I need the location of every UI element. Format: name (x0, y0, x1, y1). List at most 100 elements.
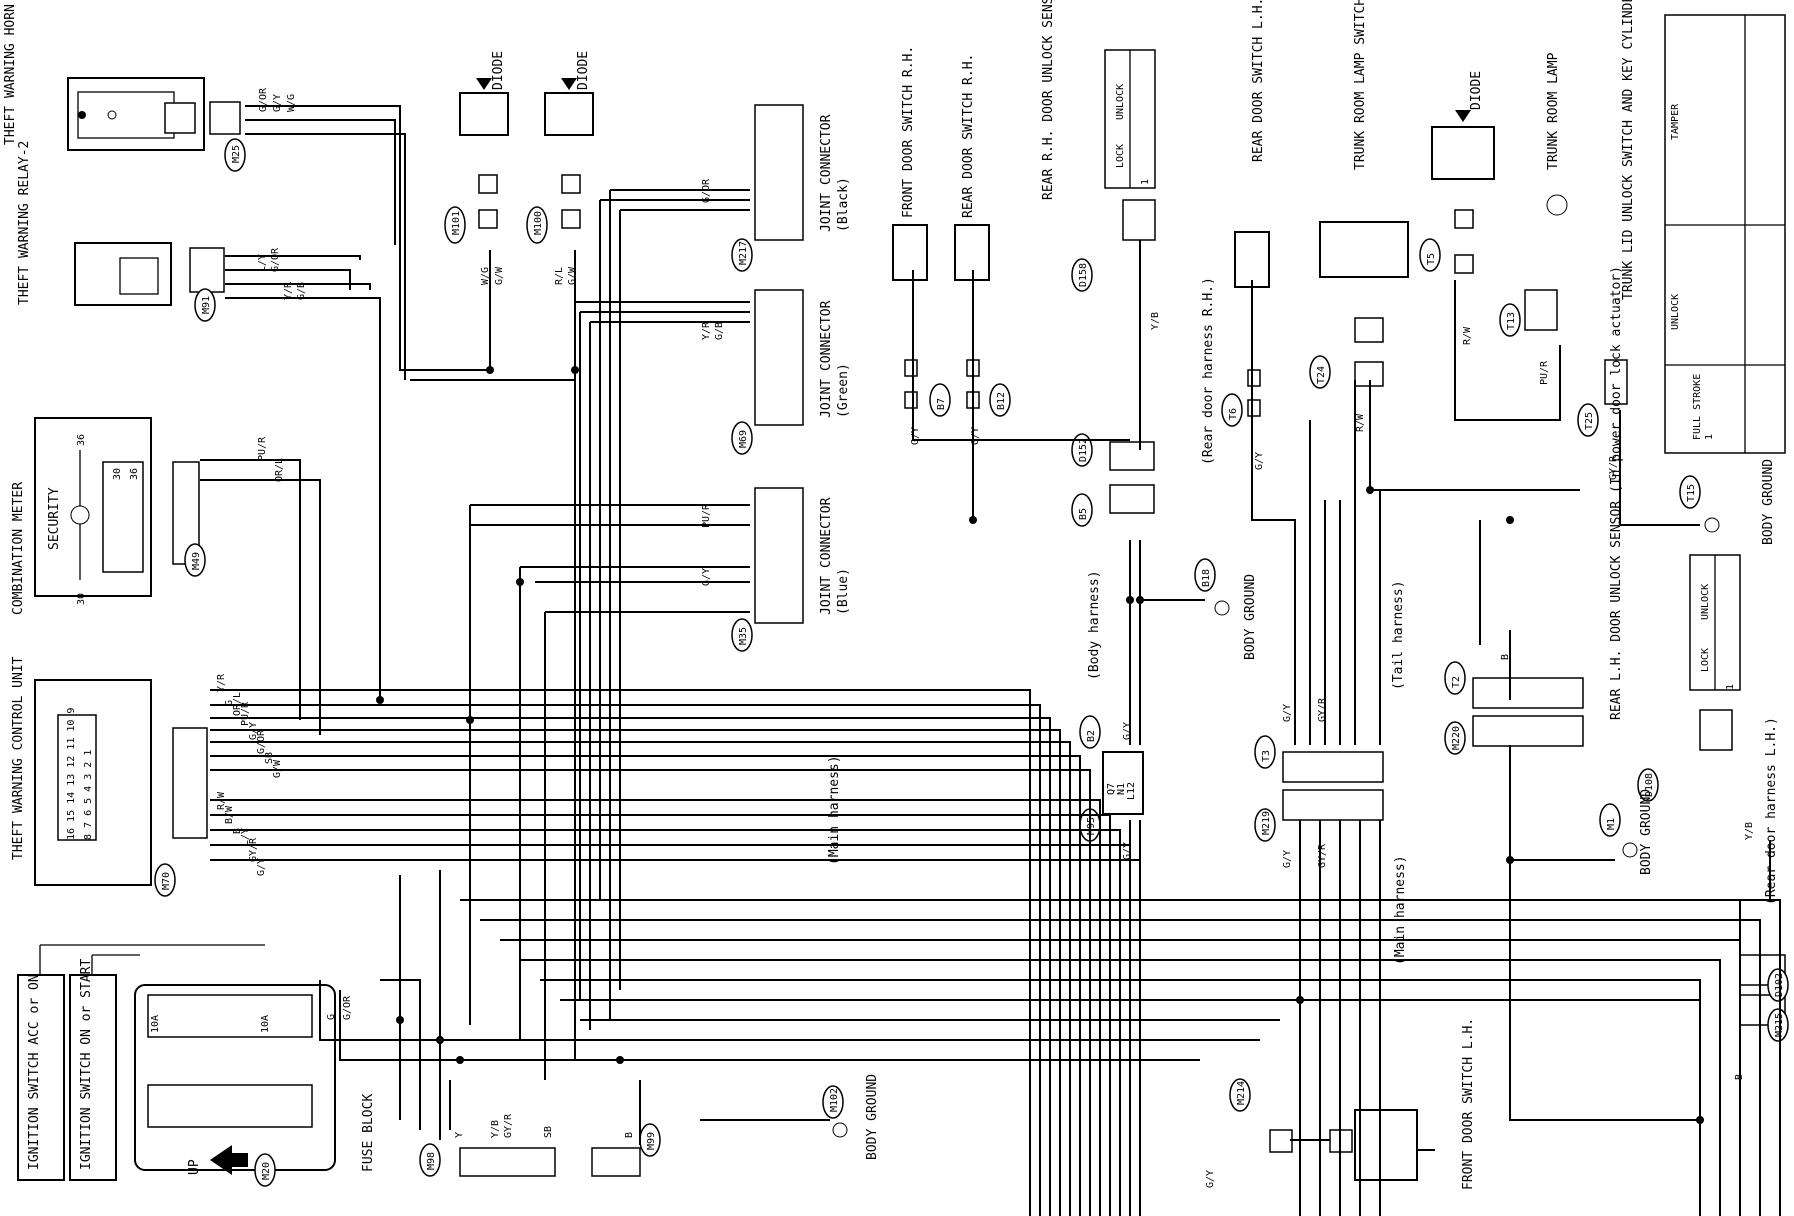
diode1-wire-2: G/W (494, 266, 505, 285)
ignition-acc-label: IGNITION SWITCH ACC or ON (27, 974, 42, 1170)
combination-meter-label: COMBINATION METER (11, 482, 26, 615)
trunk-lid-col-tamper: TAMPER (1670, 103, 1681, 140)
relay2-wire-2: G/OR (270, 247, 281, 272)
meter-pin-36: 36 (76, 434, 87, 446)
horn-wire-2: G/Y (272, 94, 283, 112)
t15-body-ground: T15 BODY GROUND (1679, 459, 1776, 545)
main-harness-label-2: (Main harness) (1393, 855, 1408, 965)
t3-label: T3 (1261, 750, 1272, 762)
jc-black-connector (754, 104, 804, 241)
rear-rh-unlock-label: REAR R.H. DOOR UNLOCK SENSOR (In power d… (1041, 0, 1056, 200)
theft-warning-horn-relay: THEFT WARNING HORN RELAY M25 G/OR G/Y W/… (3, 0, 297, 172)
rear-door-lh: REAR DOOR SWITCH L.H. T6 G/Y (1221, 0, 1270, 470)
ignition-on-label: IGNITION SWITCH ON or START (79, 959, 94, 1170)
jc-green-wire-1: Y/R (701, 321, 712, 340)
diode2-label: DIODE (576, 51, 591, 90)
m98-wire-2: Y/B (490, 1120, 501, 1138)
front-door-lh-switch (1354, 1109, 1418, 1181)
d108-label: D108 (1644, 773, 1655, 797)
rear-lh-col-unlock: UNLOCK (1700, 584, 1711, 620)
rear-lh-harness: (Rear door harness L.H.) (1764, 717, 1779, 905)
trunk-lid-switch: TRUNK LID UNLOCK SWITCH AND KEY CYLINDER… (1577, 0, 1786, 480)
rear-rh-harness: (Rear door harness R.H.) (1201, 277, 1216, 465)
fuse-block-label: FUSE BLOCK (361, 1094, 376, 1172)
rear-lh-row-1: 1 (1725, 684, 1736, 690)
diode-trunk: DIODE T5 R/W (1419, 71, 1495, 345)
relay2-wire-4: G/B (296, 282, 307, 300)
bottom-connectors: M98 Y Y/B GY/R SB M99 B M102 BODY GROUND (419, 1074, 880, 1177)
trunk-lamp-label: TRUNK ROOM LAMP (1546, 52, 1561, 170)
fuse-wire-2: G/OR (342, 995, 353, 1020)
m100-label: M100 (533, 211, 544, 235)
lamp-icon (1546, 194, 1568, 216)
m98-wire-4: SB (543, 1126, 554, 1138)
t3-wire-bottom-3: GY/R (1317, 843, 1328, 868)
jc-black-label: JOINT CONNECTOR (819, 114, 834, 232)
cu-wire-1: Y/R (216, 673, 227, 692)
diode3-label: DIODE (1469, 71, 1484, 110)
rear-rh-col-unlock: UNLOCK (1115, 84, 1126, 120)
jc-blue-label: JOINT CONNECTOR (819, 497, 834, 615)
front-door-rh-label: FRONT DOOR SWITCH R.H. (901, 46, 916, 218)
m101-label: M101 (451, 211, 462, 235)
m95-label: M95 (1086, 817, 1097, 835)
cu-wire-3: OR/L (232, 692, 243, 716)
b18-label: B18 (1201, 569, 1212, 587)
rear-door-lh-label: REAR DOOR SWITCH L.H. (1251, 0, 1266, 162)
b7-label: B7 (936, 398, 947, 410)
rear-rh-row-1: 1 (1140, 179, 1151, 185)
b18-body-ground: B18 BODY GROUND (Body harness) (1087, 558, 1258, 680)
theft-warning-control-unit: THEFT WARNING CONTROL UNIT 16 15 14 13 1… (11, 656, 283, 897)
d158-label: D158 (1078, 263, 1089, 287)
m99-wire: B (624, 1132, 635, 1138)
ignition-fuse-block: IGNITION SWITCH ACC or ON IGNITION SWITC… (17, 944, 376, 1187)
rear-rh-col-lock: LOCK (1115, 144, 1126, 168)
t3-wire-top-3: GY/R (1317, 697, 1328, 722)
t13-wire-1: PU/R (1539, 360, 1550, 385)
trunk-lid-label: TRUNK LID UNLOCK SWITCH AND KEY CYLINDER… (1621, 0, 1636, 300)
cu-wire-13: L/Y (240, 828, 251, 846)
b2-pin-q7: Q7 (1106, 783, 1117, 795)
front-door-lh-label: FRONT DOOR SWITCH L.H. (1461, 1018, 1476, 1190)
trunk-room-lamp: TRUNK ROOM LAMP T13 PU/R (1499, 52, 1568, 385)
t15-label: T15 (1686, 484, 1697, 502)
jc-green-label: JOINT CONNECTOR (819, 300, 834, 418)
cu-wire-15: G/Y (256, 858, 267, 876)
m20-label: M20 (261, 1162, 272, 1180)
trunk-lid-row-1: 1 (1704, 434, 1715, 440)
diode1-icon (476, 78, 492, 90)
cu-wire-4: PU/R (240, 701, 251, 726)
control-unit-label: THEFT WARNING CONTROL UNIT (11, 656, 26, 860)
combination-meter: COMBINATION METER SECURITY 30 36 30 36 M… (11, 417, 285, 615)
jc-blue-wire-1: PU/R (701, 503, 712, 528)
m70-label: M70 (161, 872, 172, 890)
m1-body-ground: M1 BODY GROUND (1599, 789, 1654, 875)
m1-ground-label: BODY GROUND (1639, 789, 1654, 875)
m214-wire: G/Y (1205, 1170, 1216, 1188)
jc-black-color: (Black) (836, 177, 851, 232)
wire-network (200, 105, 1781, 1216)
b2-pin-n1: N1 (1116, 783, 1127, 795)
meter-cell-36: 36 (129, 468, 140, 480)
door-switches-rh: FRONT DOOR SWITCH R.H. B7 G/Y REAR DOOR … (892, 46, 1011, 445)
cu-pins-bottom: 8 7 6 5 4 3 2 1 (83, 750, 94, 840)
t24-label: T24 (1316, 366, 1327, 384)
trunk-lid-col-unlock: UNLOCK (1670, 294, 1681, 330)
m1-ground-icon (1622, 842, 1638, 858)
b12-label: B12 (996, 392, 1007, 410)
t3-m219: T3 M219 (Tail harness) (Main harness) G/… (1254, 580, 1408, 965)
t25-wire-2: GY/R (1608, 455, 1619, 480)
t15-ground-label: BODY GROUND (1761, 459, 1776, 545)
b12-wire: G/Y (970, 427, 981, 445)
t6-wire: G/Y (1254, 452, 1265, 470)
t2-m220: T2 M220 B (1444, 654, 1584, 755)
d158-wire-1: Y/B (1150, 312, 1161, 330)
main-harness-label: (Main harness) (827, 755, 842, 865)
diode2-box (544, 92, 594, 136)
m99-connector (591, 1147, 641, 1177)
t15-ground-icon (1704, 517, 1720, 533)
m69-label: M69 (738, 430, 749, 448)
t5-wire-2: R/W (1462, 326, 1473, 345)
t3-wire-bottom-1: G/Y (1282, 850, 1293, 868)
